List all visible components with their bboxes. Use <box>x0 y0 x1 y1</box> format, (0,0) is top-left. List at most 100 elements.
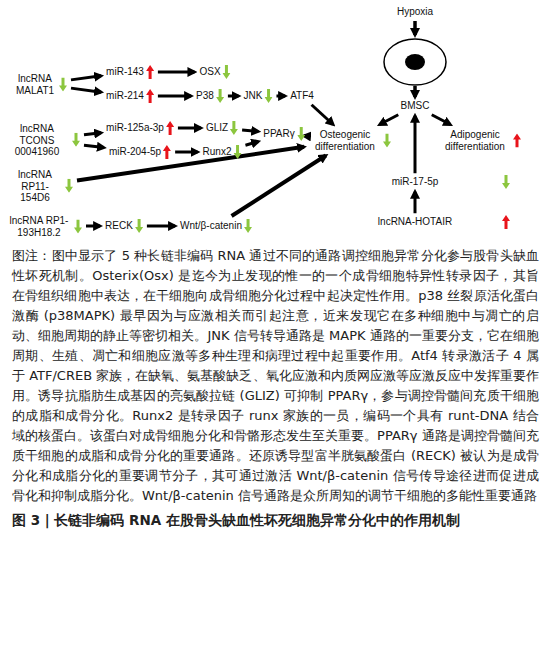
pathway-arrow <box>312 105 334 125</box>
label-node: JNK <box>242 88 275 104</box>
down-arrow <box>230 121 238 135</box>
down-arrow <box>74 219 82 233</box>
label-node: Runx2 <box>201 144 244 160</box>
label-node: GLIZ <box>204 120 240 136</box>
caption-block: 图注：图中显示了 5 种长链非编码 RNA 通过不同的通路调控细胞异常分化参与股… <box>12 246 539 530</box>
down-arrow <box>59 77 67 91</box>
label-node: lncRNA-HOTAIR <box>376 215 454 229</box>
figure-title: 图 3 | 长链非编码 RNA 在股骨头缺血性坏死细胞异常分化中的作用机制 <box>12 510 539 530</box>
pathway-arrow <box>414 192 417 214</box>
down-arrow <box>65 179 73 193</box>
node-label: Runx2 <box>203 146 232 158</box>
pathway-arrow <box>71 76 101 80</box>
up-arrow <box>166 121 174 135</box>
pathway-arrow <box>232 156 326 217</box>
node-label: Wnt/β-catenin <box>180 220 242 232</box>
down-arrow <box>264 89 272 103</box>
node-label: Hypoxia <box>397 6 433 18</box>
pathway-arrow <box>147 225 175 228</box>
down-arrow <box>223 65 231 79</box>
node-label: OSX <box>199 66 220 78</box>
up-arrow <box>502 215 510 229</box>
node-label: miR-204-5p <box>109 146 161 158</box>
down-arrow <box>135 219 143 233</box>
down-arrow <box>233 145 241 159</box>
label-node: lncRNA RP11-154D6 <box>5 168 75 205</box>
down-arrow <box>244 219 252 233</box>
label-node: Adipogenic differentiation <box>437 128 523 153</box>
label-node: lncRNA MALAT1 <box>11 72 69 97</box>
node-label: miR-214 <box>106 90 144 102</box>
label-node: RECK <box>103 218 145 234</box>
node-label: PPARγ <box>263 128 295 140</box>
up-arrow <box>146 89 154 103</box>
pathway-arrow <box>178 127 201 130</box>
label-node: miR-214 <box>104 88 156 104</box>
node-label: RECK <box>105 220 133 232</box>
node-label: P38 <box>196 90 214 102</box>
node-label: miR-125a-3p <box>106 122 164 134</box>
label-node: Hypoxia <box>395 5 435 19</box>
down-arrow <box>135 219 143 233</box>
down-arrow <box>502 175 510 189</box>
label-node: ATF4 <box>288 89 316 103</box>
pathway-arrow <box>380 115 399 125</box>
pathway-arrow <box>432 115 451 125</box>
label-node: miR-125a-3p <box>104 120 176 136</box>
node-label: Adipogenic differentiation <box>439 129 511 152</box>
label-node: P38 <box>194 88 226 104</box>
node-label: Osteogenic differentiation <box>309 129 381 152</box>
up-arrow <box>146 65 154 79</box>
down-arrow <box>74 219 82 233</box>
down-arrow <box>216 89 224 103</box>
up-arrow <box>146 89 154 103</box>
down-arrow <box>72 133 80 147</box>
cell-nucleus <box>405 54 425 70</box>
down-arrow <box>383 133 391 147</box>
down-arrow <box>223 65 231 79</box>
node-label: BMSC <box>401 100 430 112</box>
label-node: Wnt/β-catenin <box>178 218 254 234</box>
down-arrow <box>65 179 73 193</box>
pathway-arrow <box>242 130 258 132</box>
label-node: miR-204-5p <box>107 144 173 160</box>
pathway-arrow <box>175 151 197 154</box>
label-node: lncRNA TCONS 00041960 <box>2 122 82 159</box>
connector-layer <box>71 72 450 226</box>
node-label: miR-143 <box>106 66 144 78</box>
pathway-arrow <box>86 225 100 228</box>
pathway-arrow <box>84 133 101 135</box>
up-arrow <box>166 121 174 135</box>
down-arrow <box>72 133 80 147</box>
pathway-arrow <box>158 95 191 98</box>
label-node: lncRNA RP1-193H18.2 <box>4 214 84 239</box>
pathway-arrow <box>77 147 304 181</box>
pathway-arrow <box>228 95 239 98</box>
hypoxia-arrow <box>413 21 417 35</box>
node-label: JNK <box>244 90 263 102</box>
up-arrow <box>513 133 521 147</box>
down-arrow <box>230 121 238 135</box>
up-arrow <box>513 133 521 147</box>
label-node: OSX <box>197 64 232 80</box>
node-label: lncRNA MALAT1 <box>13 73 57 96</box>
pathway-arrow <box>414 116 417 174</box>
node-label: lncRNA TCONS 00041960 <box>4 123 70 158</box>
down-arrow <box>297 127 305 141</box>
label-node: Osteogenic differentiation <box>307 128 393 153</box>
pathway-arrow <box>158 71 195 74</box>
label-node: PPARγ <box>261 126 307 142</box>
node-label: lncRNA RP1-193H18.2 <box>6 215 72 238</box>
up-arrow <box>163 145 171 159</box>
down-arrow <box>264 89 272 103</box>
down-arrow <box>383 133 391 147</box>
pathway-arrow <box>276 95 285 98</box>
node-label: lncRNA-HOTAIR <box>378 216 452 228</box>
up-arrow <box>163 145 171 159</box>
down-arrow <box>297 127 305 141</box>
down-arrow <box>59 77 67 91</box>
node-label: GLIZ <box>206 122 228 134</box>
cell-arrow <box>413 86 417 97</box>
label-node: BMSC <box>399 99 432 113</box>
